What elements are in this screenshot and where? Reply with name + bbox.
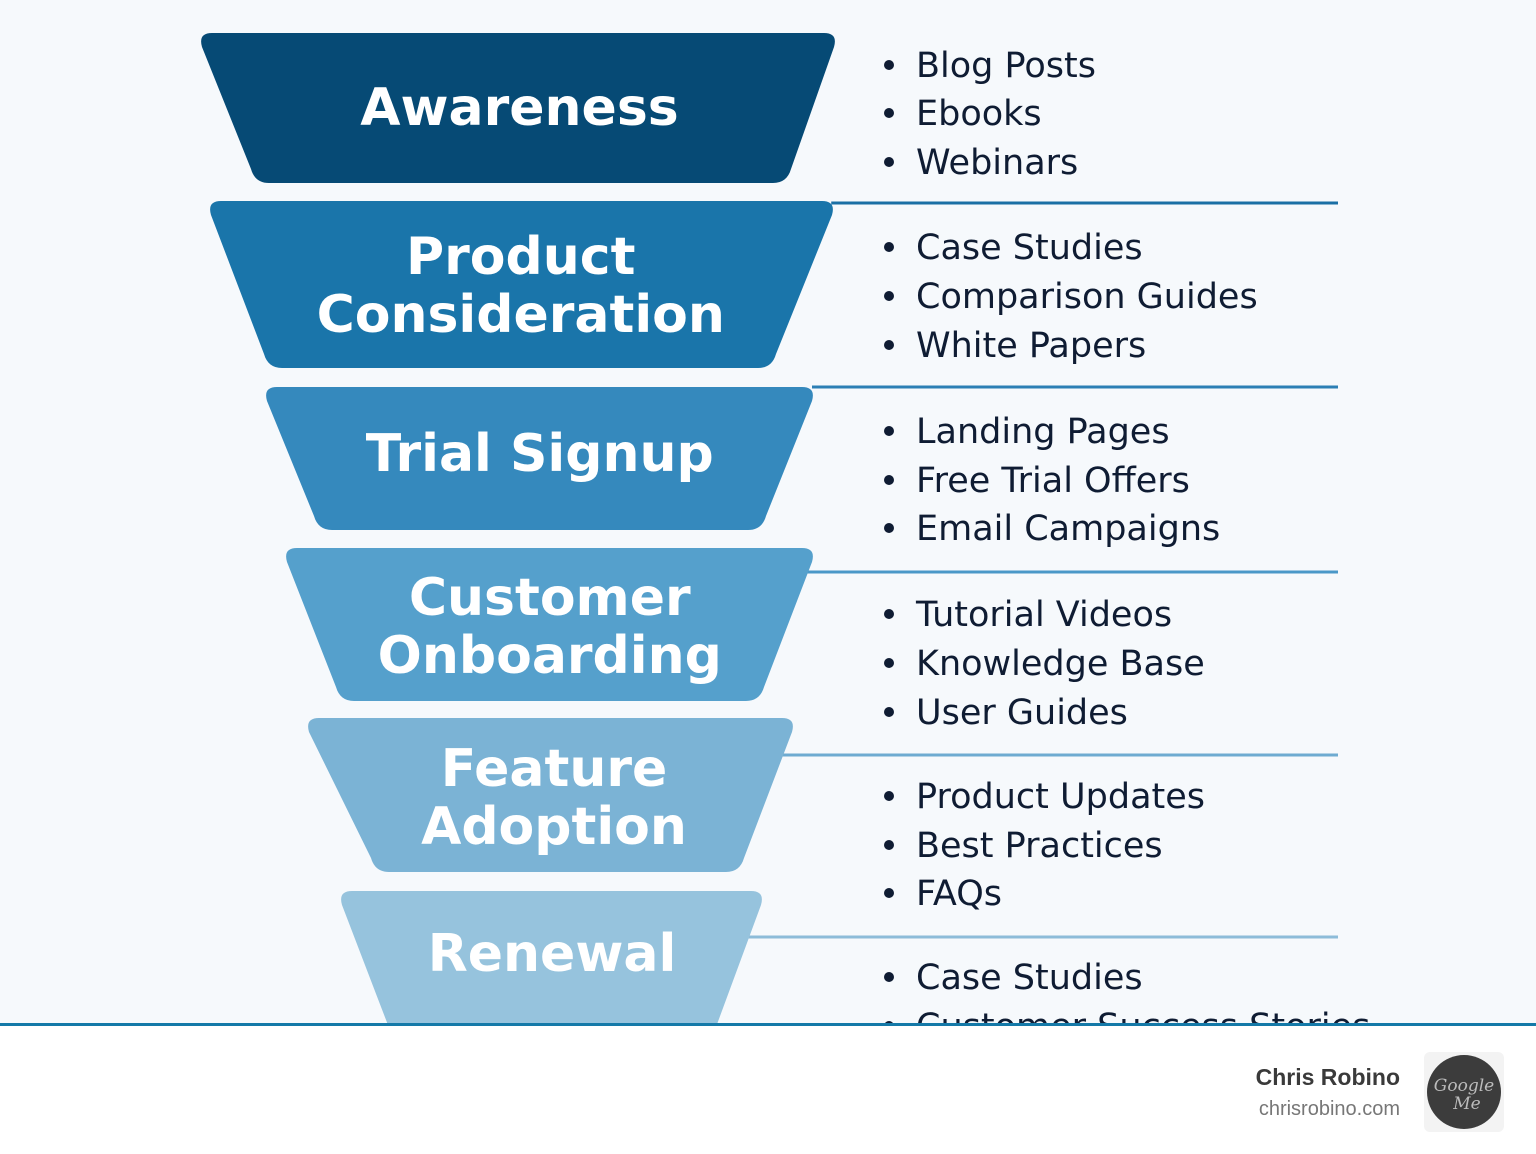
bullet-icon xyxy=(884,888,894,898)
content-item: Blog Posts xyxy=(916,46,1096,86)
stage-trapezoid xyxy=(266,387,813,530)
bullet-icon xyxy=(884,108,894,118)
bullet-icon xyxy=(884,791,894,801)
stage-label: Consideration xyxy=(317,285,725,345)
stage-label: Feature xyxy=(441,739,668,799)
content-item: Case Studies xyxy=(916,228,1143,268)
content-item: FAQs xyxy=(916,874,1002,914)
content-item: Tutorial Videos xyxy=(915,595,1172,635)
bullet-icon xyxy=(884,291,894,301)
bullet-icon xyxy=(884,972,894,982)
content-item: Landing Pages xyxy=(916,412,1170,452)
stage-trapezoid xyxy=(286,548,813,701)
content-item: User Guides xyxy=(916,693,1128,733)
stage-label: Trial Signup xyxy=(366,424,714,484)
logo-badge: Google Me xyxy=(1427,1055,1501,1129)
stage-label: Onboarding xyxy=(378,626,722,686)
stage-trapezoid xyxy=(308,718,793,872)
author-url[interactable]: chrisrobino.com xyxy=(1258,1098,1400,1120)
content-item: Ebooks xyxy=(916,94,1042,134)
stage-trapezoid xyxy=(341,891,762,1024)
bullet-icon xyxy=(884,157,894,167)
stage-label: Customer xyxy=(409,568,691,628)
bullet-icon xyxy=(884,475,894,485)
stage-label: Renewal xyxy=(428,924,677,984)
content-item: Customer Success Stories xyxy=(916,1007,1370,1024)
bullet-icon xyxy=(884,840,894,850)
bullet-icon xyxy=(884,707,894,717)
bullet-icon xyxy=(884,658,894,668)
bullet-icon xyxy=(884,609,894,619)
footer-divider xyxy=(0,1023,1536,1026)
svg-text:Me: Me xyxy=(1452,1094,1480,1114)
bullet-icon xyxy=(884,340,894,350)
bullet-icon xyxy=(884,242,894,252)
bullet-icon xyxy=(884,426,894,436)
funnel-svg: Awareness Blog PostsEbooksWebinarsProduct… xyxy=(201,33,1370,1024)
content-item: White Papers xyxy=(916,326,1146,366)
content-item: Knowledge Base xyxy=(916,644,1205,684)
svg-text:Google: Google xyxy=(1434,1076,1494,1096)
content-item: Email Campaigns xyxy=(916,509,1220,549)
google-me-logo: Google Me xyxy=(1424,1052,1504,1132)
stage-label: Adoption xyxy=(421,797,687,857)
stage-trapezoid xyxy=(210,201,833,368)
content-item: Free Trial Offers xyxy=(916,461,1190,501)
bullet-icon xyxy=(884,523,894,533)
content-item: Case Studies xyxy=(916,958,1143,998)
bullet-icon xyxy=(884,60,894,70)
stage-trapezoid xyxy=(201,33,835,183)
author-name: Chris Robino xyxy=(1255,1064,1400,1090)
content-item: Webinars xyxy=(916,143,1078,183)
content-item: Comparison Guides xyxy=(916,277,1258,317)
content-item: Product Updates xyxy=(916,777,1205,817)
logo-lettering: Google Me xyxy=(1434,1076,1494,1114)
content-item: Best Practices xyxy=(916,826,1163,866)
stage-label: Product xyxy=(406,227,635,287)
stage-label: Awareness xyxy=(360,78,678,138)
